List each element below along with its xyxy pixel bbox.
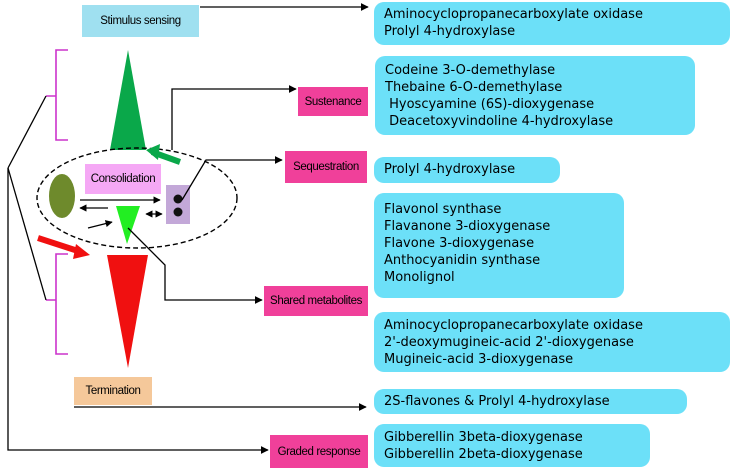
vacuole-dot-2 <box>173 207 183 217</box>
sustenance-enzyme-box: Codeine 3-O-demethylase Thebaine 6-O-dem… <box>375 56 695 135</box>
sequestration-enzyme-box: Prolyl 4-hydroxylase <box>374 157 560 183</box>
graded-response-enzyme-box: Gibberellin 3beta-dioxygenase Gibberelli… <box>374 424 650 467</box>
green-arrow-head <box>146 144 160 160</box>
enzyme-line: Flavonol synthase <box>384 202 502 217</box>
stimulus-enzyme-box: Aminocyclopropanecarboxylate oxidase Pro… <box>374 2 730 45</box>
red-arrow-head <box>73 244 90 259</box>
enzyme-line: Flavone 3-dioxygenase <box>384 236 535 251</box>
termination-label: Termination <box>74 377 152 405</box>
enzyme-line: Monolignol <box>384 270 455 285</box>
enzyme-line: Aminocyclopropanecarboxylate oxidase <box>384 7 643 22</box>
aminocyclo-enzyme-box: Aminocyclopropanecarboxylate oxidase 2'-… <box>374 312 730 372</box>
stimulus-sensing-label: Stimulus sensing <box>82 5 199 37</box>
connector-upper-left <box>7 95 47 169</box>
enzyme-line: Prolyl 4-hydroxylase <box>384 24 516 39</box>
sustenance-label: Sustenance <box>298 87 368 116</box>
enzyme-line: 2S-flavones & Prolyl 4-hydroxylase <box>384 394 610 409</box>
enzyme-line: Deacetoxyvindoline 4-hydroxylase <box>385 114 614 129</box>
consolidation-label: Consolidation <box>85 164 161 194</box>
sustenance-connector <box>171 85 297 150</box>
vacuole-box <box>166 185 190 224</box>
consolidation-oval <box>36 147 238 249</box>
upper-bracket <box>46 49 68 141</box>
enzyme-line: Codeine 3-O-demethylase <box>385 63 556 78</box>
enzyme-line: Aminocyclopropanecarboxylate oxidase <box>384 318 643 333</box>
sequestration-connector <box>181 156 283 201</box>
sequestration-label: Sequestration <box>285 151 367 183</box>
enzyme-line: Anthocyanidin synthase <box>384 253 541 268</box>
vacuole-dot-1 <box>173 194 183 204</box>
graded-response-connector <box>7 168 269 454</box>
shared-metabolites-label: Shared metabolites <box>264 286 368 316</box>
enzyme-line: Gibberellin 2beta-dioxygenase <box>384 447 583 462</box>
enzyme-line: Mugineic-acid 3-dioxygenase <box>384 352 574 367</box>
olive-cell <box>49 174 75 218</box>
shared-metabolites-connector <box>127 227 263 304</box>
shared-metabolites-enzyme-box: Flavonol synthase Flavanone 3-dioxygenas… <box>374 193 624 298</box>
enzyme-line: Thebaine 6-O-demethylase <box>385 80 563 95</box>
enzyme-line: 2'-deoxymugineic-acid 2'-dioxygenase <box>384 335 634 350</box>
enzyme-line: Hyoscyamine (6S)-dioxygenase <box>385 97 595 112</box>
enzyme-line: Gibberellin 3beta-dioxygenase <box>384 430 583 445</box>
red-arrow <box>37 235 79 254</box>
connector-lower-left <box>7 167 47 301</box>
enzyme-line: Flavanone 3-dioxygenase <box>384 219 551 234</box>
graded-response-label: Graded response <box>270 435 368 468</box>
red-triangle-large <box>107 255 148 368</box>
green-triangle-large <box>110 50 146 150</box>
termination-enzyme-box: 2S-flavones & Prolyl 4-hydroxylase <box>374 389 687 414</box>
arrow-oval-triangle <box>87 220 113 229</box>
green-triangle-small <box>116 206 140 244</box>
enzyme-line: Prolyl 4-hydroxylase <box>384 162 516 177</box>
lower-bracket <box>46 253 68 355</box>
